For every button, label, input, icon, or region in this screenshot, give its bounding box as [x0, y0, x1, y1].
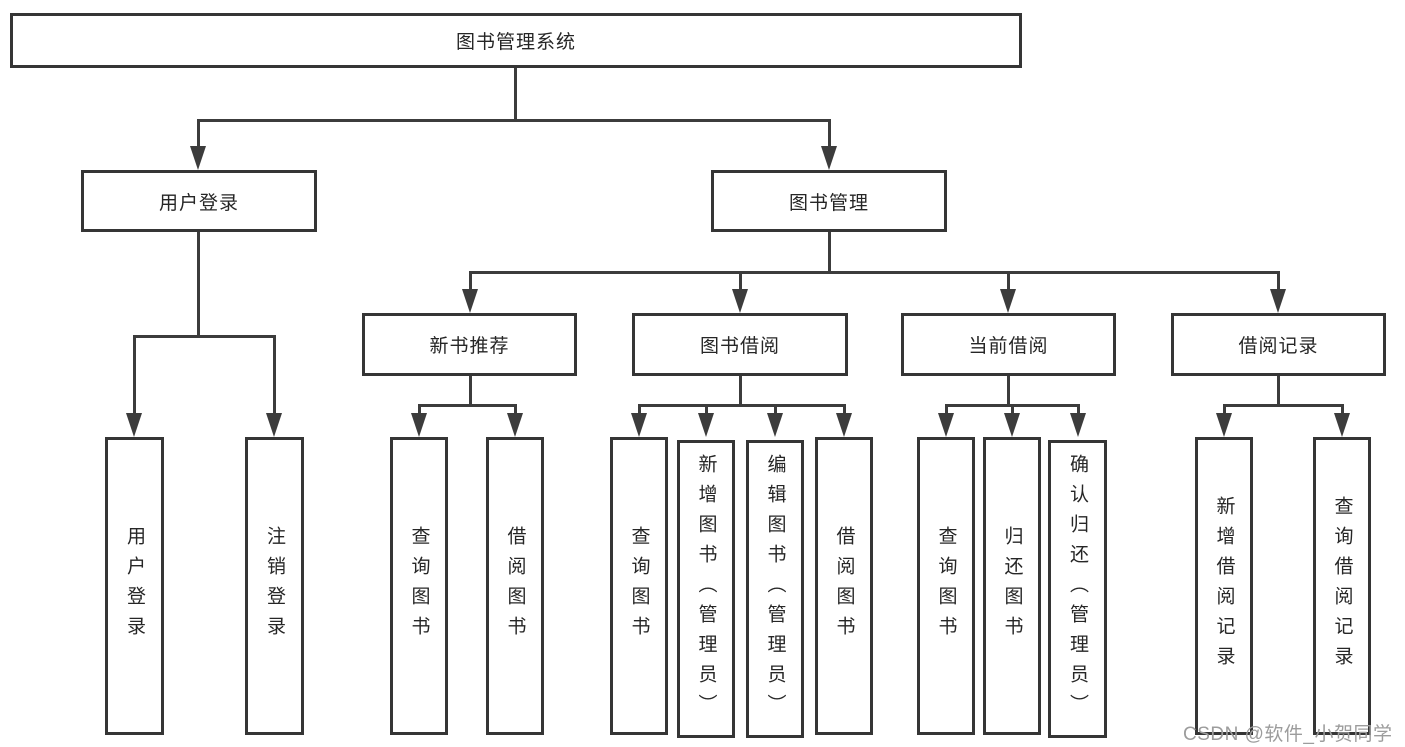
node-user-login: 用户登录: [81, 170, 317, 232]
connector-to-user-login: [197, 119, 200, 149]
connector-to-leaf: [1341, 404, 1344, 417]
arrowhead-icon: [767, 413, 783, 437]
connector-user-login-stem: [197, 231, 200, 338]
connector-to-leaf: [514, 404, 517, 417]
leaf-borrow-book: 借阅图书: [486, 437, 544, 735]
connector-to-l3: [1007, 271, 1010, 293]
arrowhead-icon: [1000, 289, 1016, 313]
connector-split: [1223, 404, 1344, 407]
arrowhead-icon: [1004, 413, 1020, 437]
leaf-query-borrow-record: 查询借阅记录: [1313, 437, 1371, 735]
connector-to-l3: [739, 271, 742, 293]
node-book-management: 图书管理: [711, 170, 947, 232]
node-new-book-recommend: 新书推荐: [362, 313, 577, 376]
connector-to-leaf: [273, 335, 276, 417]
node-borrow-records: 借阅记录: [1171, 313, 1386, 376]
connector-split: [638, 404, 846, 407]
connector-to-leaf: [705, 404, 708, 417]
leaf-query-book: 查询图书: [610, 437, 668, 735]
leaf-query-book: 查询图书: [390, 437, 448, 735]
connector-to-leaf: [1011, 404, 1014, 417]
leaf-edit-book-admin: 编辑图书（管理员）: [746, 440, 804, 738]
arrowhead-icon: [507, 413, 523, 437]
arrowhead-icon: [732, 289, 748, 313]
connector-to-leaf: [774, 404, 777, 417]
node-root: 图书管理系统: [10, 13, 1022, 68]
arrowhead-icon: [1270, 289, 1286, 313]
connector-to-l3: [1277, 271, 1280, 293]
connector-root-stem: [514, 66, 517, 121]
arrowhead-icon: [126, 413, 142, 437]
arrowhead-icon: [631, 413, 647, 437]
leaf-add-borrow-record: 新增借阅记录: [1195, 437, 1253, 735]
arrowhead-icon: [190, 146, 206, 170]
connector-user-login-split: [133, 335, 276, 338]
connector-to-leaf: [418, 404, 421, 417]
arrowhead-icon: [462, 289, 478, 313]
connector-split: [418, 404, 517, 407]
connector-stem: [1007, 374, 1010, 407]
arrowhead-icon: [1070, 413, 1086, 437]
connector-to-l3: [469, 271, 472, 293]
leaf-borrow-book: 借阅图书: [815, 437, 873, 735]
connector-stem: [739, 374, 742, 407]
connector-stem: [1277, 374, 1280, 407]
connector-to-leaf: [1077, 404, 1080, 417]
connector-to-leaf: [843, 404, 846, 417]
arrowhead-icon: [938, 413, 954, 437]
arrowhead-icon: [1216, 413, 1232, 437]
node-current-borrow: 当前借阅: [901, 313, 1116, 376]
leaf-logout: 注销登录: [245, 437, 304, 735]
arrowhead-icon: [821, 146, 837, 170]
node-book-borrow: 图书借阅: [632, 313, 848, 376]
arrowhead-icon: [836, 413, 852, 437]
leaf-query-book: 查询图书: [917, 437, 975, 735]
connector-book-management-stem: [828, 231, 831, 274]
arrowhead-icon: [1334, 413, 1350, 437]
leaf-return-book: 归还图书: [983, 437, 1041, 735]
leaf-confirm-return-admin: 确认归还（管理员）: [1048, 440, 1107, 738]
leaf-add-book-admin: 新增图书（管理员）: [677, 440, 735, 738]
connector-book-management-split: [469, 271, 1280, 274]
arrowhead-icon: [698, 413, 714, 437]
connector-to-leaf: [133, 335, 136, 417]
connector-root-split: [197, 119, 831, 122]
arrowhead-icon: [411, 413, 427, 437]
arrowhead-icon: [266, 413, 282, 437]
leaf-user-login: 用户登录: [105, 437, 164, 735]
connector-stem: [469, 374, 472, 407]
connector-to-book-management: [828, 119, 831, 149]
connector-to-leaf: [638, 404, 641, 417]
connector-to-leaf: [945, 404, 948, 417]
watermark: CSDN @软件_小贺同学: [1183, 724, 1393, 745]
connector-to-leaf: [1223, 404, 1226, 417]
